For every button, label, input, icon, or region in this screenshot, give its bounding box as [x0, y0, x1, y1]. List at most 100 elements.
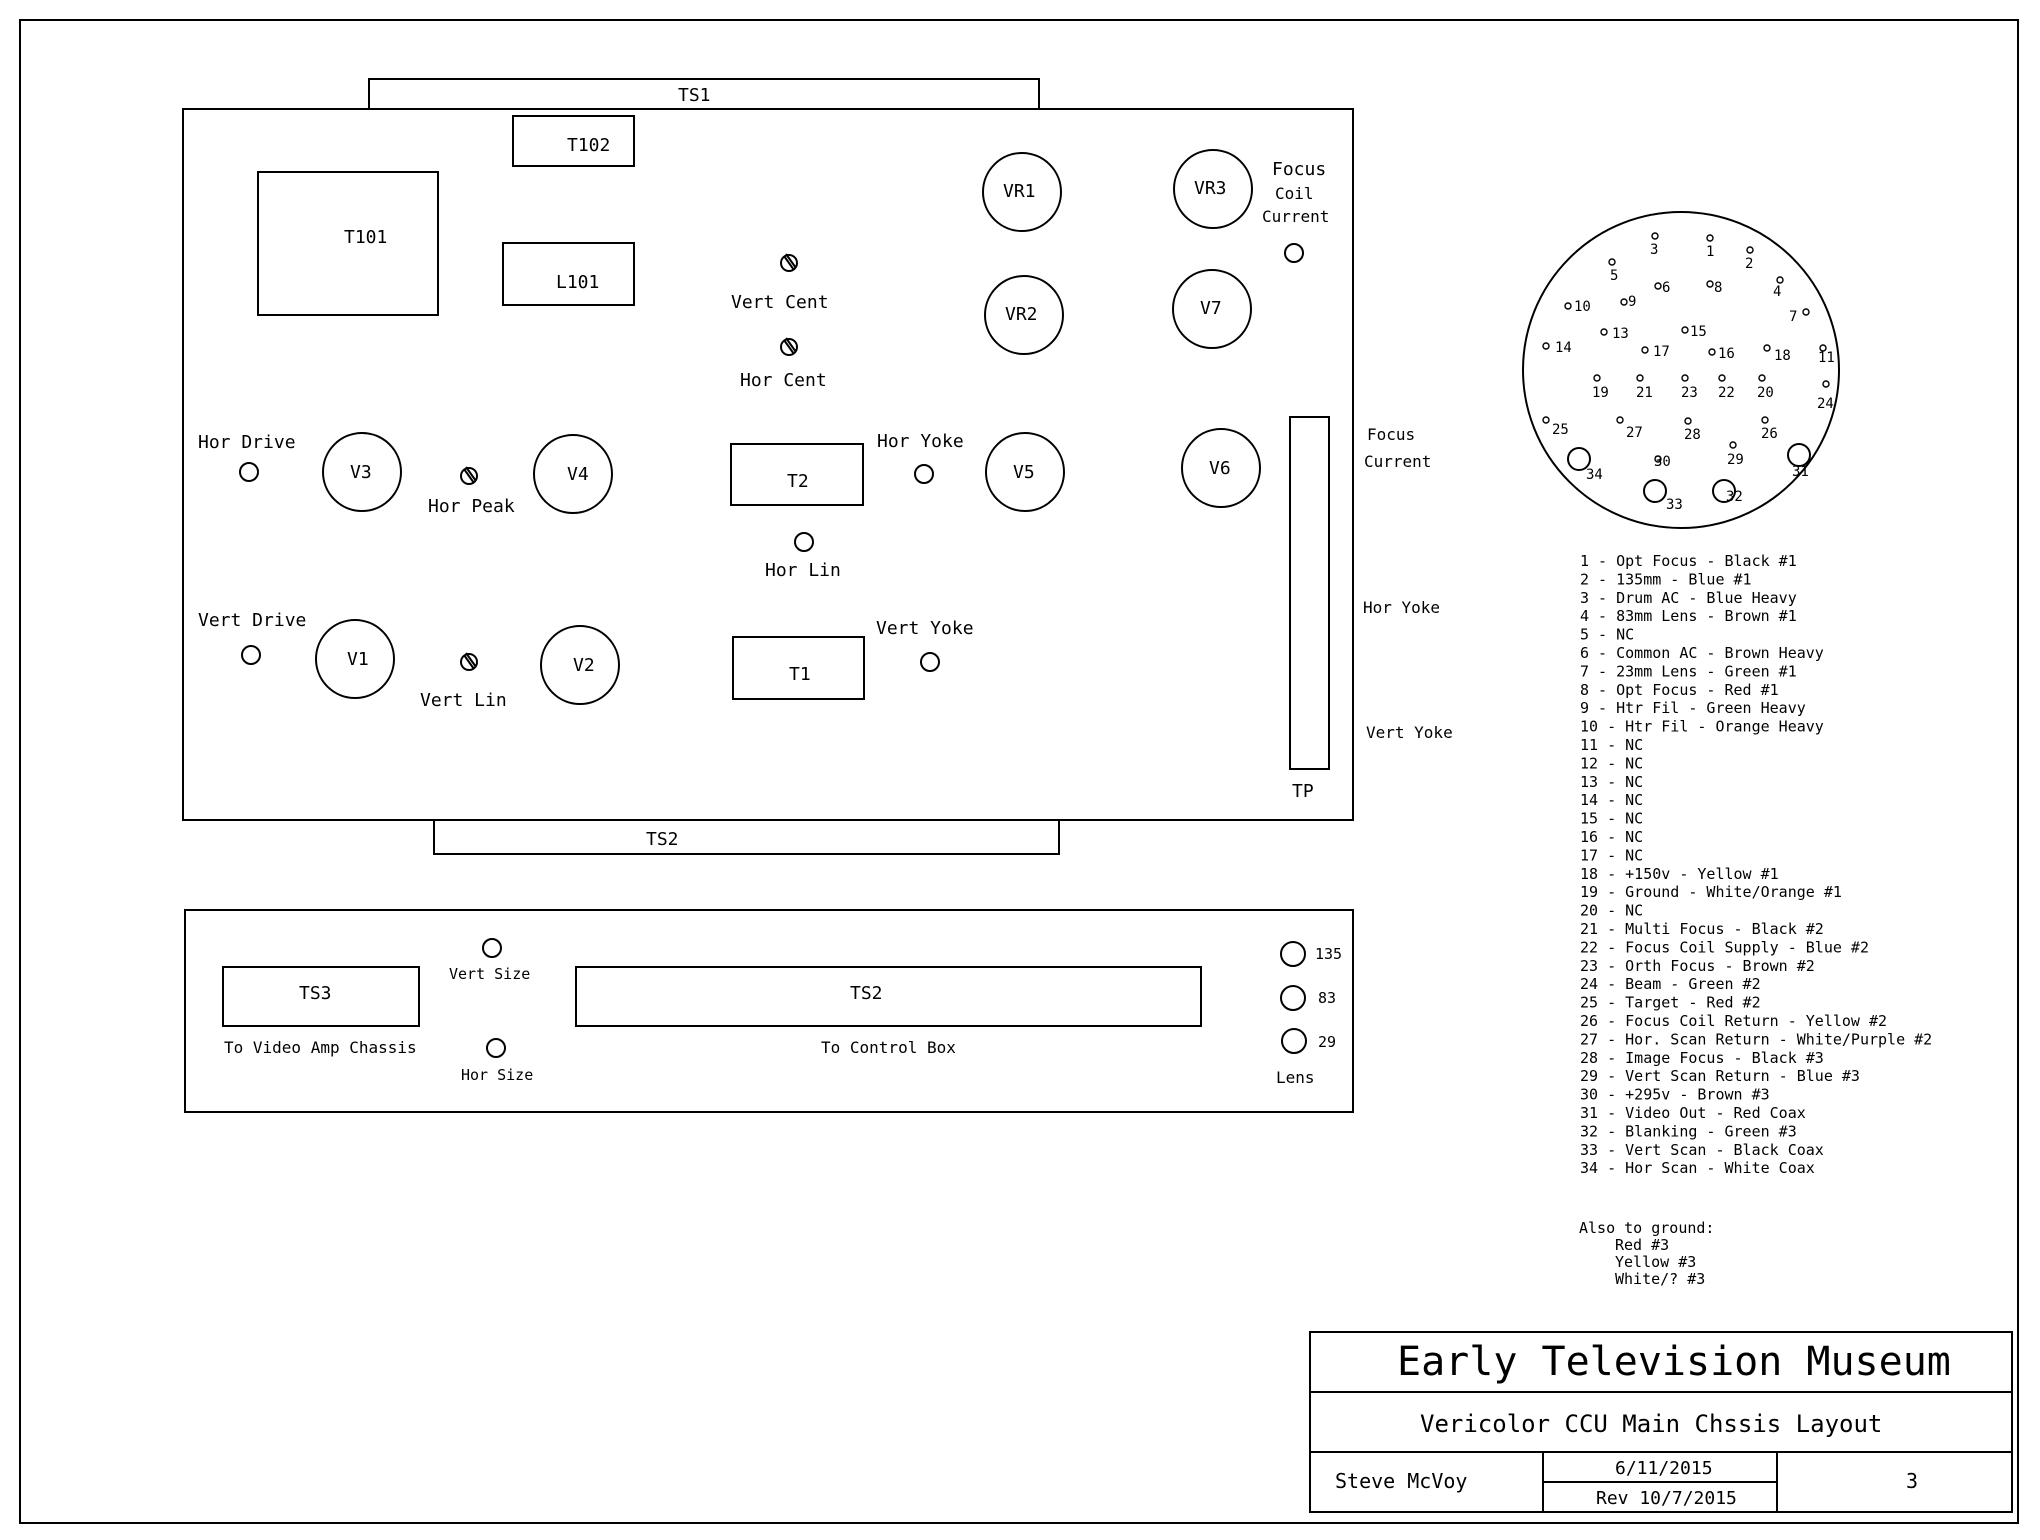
pin-list-item: 30 - +295v - Brown #3	[1580, 1086, 1770, 1104]
vert-cent-label: Vert Cent	[731, 292, 829, 313]
vert-yoke-label: Vert Yoke	[876, 618, 974, 639]
connector-pin-label: 11	[1818, 350, 1835, 366]
sheet-border	[19, 19, 2019, 1524]
v5-tube	[985, 432, 1065, 512]
connector-pin-18	[1763, 344, 1771, 352]
ts3-caption: To Video Amp Chassis	[224, 1038, 417, 1057]
pin-list-item: 25 - Target - Red #2	[1580, 994, 1761, 1012]
t2-block	[730, 443, 864, 506]
pin-list-item: 16 - NC	[1580, 828, 1643, 846]
connector-pin-9	[1620, 298, 1628, 306]
pin-list-item: 3 - Drum AC - Blue Heavy	[1580, 589, 1797, 607]
connector-pin-34	[1567, 447, 1591, 471]
hor-lin-label: Hor Lin	[765, 560, 841, 581]
pin-list-item: 33 - Vert Scan - Black Coax	[1580, 1141, 1824, 1159]
hor-cent-pot[interactable]	[780, 337, 798, 356]
ground-note-item: Red #3	[1615, 1236, 1669, 1254]
drawing-date: 6/11/2015	[1615, 1458, 1713, 1479]
main-chassis: TS1 TS2 T102 T101 L101 T2 T1 VR1 VR2 VR3…	[182, 78, 1354, 855]
connector-pin-label: 15	[1690, 324, 1707, 340]
pin-list-item: 15 - NC	[1580, 810, 1643, 828]
connector-pin-20	[1758, 374, 1766, 382]
hor-size-pot[interactable]	[486, 1038, 506, 1058]
hor-drive-label: Hor Drive	[198, 432, 296, 453]
vert-size-label: Vert Size	[449, 965, 530, 983]
lower-panel-outline	[184, 909, 1354, 1113]
connector-pin-26	[1761, 416, 1769, 424]
hor-yoke-test-point	[914, 464, 934, 484]
vr2-label: VR2	[1005, 304, 1038, 325]
connector-pin-6	[1654, 282, 1662, 290]
lens-caption: Lens	[1276, 1068, 1315, 1087]
hor-drive-test-point	[239, 462, 259, 482]
vr1-tube	[982, 152, 1062, 232]
connector-pin-label: 4	[1773, 284, 1781, 300]
t1-label: T1	[789, 664, 811, 685]
museum-name: Early Television Museum	[1397, 1339, 1951, 1385]
t101-label: T101	[344, 227, 387, 248]
pin-list-item: 23 - Orth Focus - Brown #2	[1580, 957, 1815, 975]
connector-pin-label: 32	[1726, 489, 1743, 505]
connector-pin-label: 13	[1612, 326, 1629, 342]
lower-ts2-caption: To Control Box	[821, 1038, 956, 1057]
pin-list-item: 29 - Vert Scan Return - Blue #3	[1580, 1067, 1860, 1085]
t101-block	[257, 171, 439, 316]
connector-pin-30	[1654, 455, 1662, 463]
connector-pin-label: 33	[1666, 497, 1683, 513]
connector-pin-19	[1593, 374, 1601, 382]
lens-29-jack	[1281, 1028, 1307, 1054]
title-block: Early Television Museum Vericolor CCU Ma…	[1309, 1331, 2013, 1513]
ts2-label: TS2	[646, 829, 679, 850]
connector-pin-label: 27	[1626, 425, 1643, 441]
connector-pin-label: 31	[1792, 464, 1809, 480]
pin-list-item: 12 - NC	[1580, 754, 1643, 772]
connector-pin-label: 16	[1718, 346, 1735, 362]
connector-pin-1	[1706, 234, 1714, 242]
lens-135-jack	[1280, 941, 1306, 967]
vert-lin-label: Vert Lin	[420, 690, 507, 711]
connector-pin-label: 19	[1592, 385, 1609, 401]
connector-pin-label: 8	[1714, 280, 1722, 296]
v3-tube	[322, 432, 402, 512]
v7-label: V7	[1200, 298, 1222, 319]
t102-label: T102	[567, 135, 610, 156]
pin-list: 1 - Opt Focus - Black #12 - 135mm - Blue…	[1580, 552, 1932, 1177]
connector-pin-4	[1776, 276, 1784, 284]
connector-pin-label: 25	[1552, 422, 1569, 438]
connector-pin-label: 20	[1757, 385, 1774, 401]
connector-pin-label: 28	[1684, 427, 1701, 443]
l101-block	[502, 242, 635, 306]
pin-list-item: 4 - 83mm Lens - Brown #1	[1580, 607, 1797, 625]
ts3-terminal-strip	[222, 966, 420, 1027]
l101-label: L101	[556, 272, 599, 293]
connector-pin-3	[1651, 232, 1659, 240]
ground-note-item: White/? #3	[1615, 1270, 1705, 1288]
ground-note-item: Yellow #3	[1615, 1253, 1696, 1271]
hor-peak-pot[interactable]	[460, 466, 478, 485]
connector-pin-16	[1708, 348, 1716, 356]
lens-29-label: 29	[1318, 1033, 1336, 1051]
lower-panel: TS3 To Video Amp Chassis Vert Size Hor S…	[184, 909, 1354, 1113]
connector-pin-21	[1636, 374, 1644, 382]
pin-list-item: 32 - Blanking - Green #3	[1580, 1122, 1797, 1140]
vert-cent-pot[interactable]	[780, 253, 798, 272]
connector-pin-25	[1542, 416, 1550, 424]
focus-current-label-line2: Current	[1364, 452, 1431, 471]
ts2-terminal-strip	[433, 819, 1060, 855]
v7-tube	[1172, 269, 1252, 349]
connector-pin-5	[1608, 258, 1616, 266]
connector-pin-label: 1	[1706, 244, 1714, 260]
connector-pin-label: 17	[1653, 344, 1670, 360]
ground-note: Also to ground: Red #3 Yellow #3 White/?…	[1579, 1219, 1714, 1288]
side-labels: Focus Current Hor Yoke Vert Yoke	[1363, 425, 1453, 742]
vert-lin-pot[interactable]	[460, 652, 478, 671]
pin-list-item: 22 - Focus Coil Supply - Blue #2	[1580, 938, 1869, 956]
connector-pin-label: 10	[1574, 299, 1591, 315]
lens-83-jack	[1280, 985, 1306, 1011]
vert-size-pot[interactable]	[482, 938, 502, 958]
connector-pin-label: 6	[1662, 280, 1670, 296]
t102-block	[512, 115, 635, 167]
lower-ts2-terminal-strip	[575, 966, 1202, 1027]
